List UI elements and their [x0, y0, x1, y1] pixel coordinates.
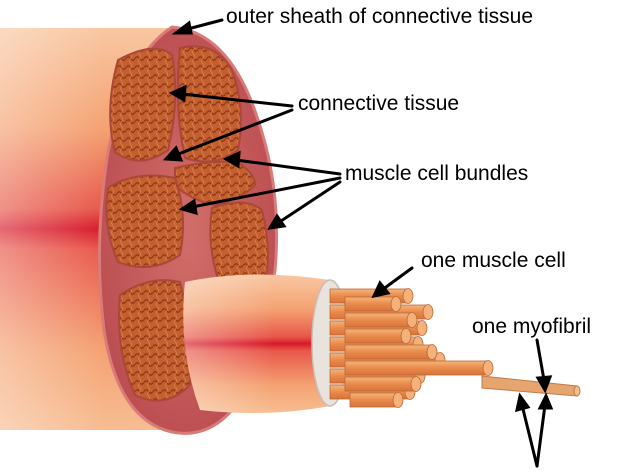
label-one-muscle-cell: one muscle cell — [421, 249, 566, 272]
bundle — [118, 279, 192, 402]
muscle-cell-end — [482, 360, 494, 376]
muscle-cell-end — [402, 288, 414, 304]
callout-extra-2 — [535, 403, 547, 468]
label-one-myofibril: one myofibril — [472, 315, 592, 338]
callout-extra-1 — [520, 403, 539, 468]
callout-cell — [380, 266, 414, 292]
bundles-group — [105, 45, 269, 402]
bundle — [174, 160, 257, 207]
extracted-bundle — [183, 274, 349, 414]
muscle-cell — [349, 392, 399, 408]
label-outer-sheath: outer sheath of connective tissue — [226, 5, 534, 28]
muscle-cell-end — [422, 304, 434, 320]
callout-bundles-3 — [276, 180, 342, 225]
label-muscle-cell-bundles: muscle cell bundles — [345, 162, 529, 185]
myofibril — [481, 375, 581, 397]
callout-connective-2 — [174, 108, 294, 157]
callout-bundles-1 — [234, 158, 342, 176]
muscle-cell-end — [390, 296, 402, 312]
callout-lines — [162, 18, 554, 468]
muscle-cell — [344, 312, 413, 328]
muscle-cell — [344, 344, 433, 360]
muscle-cell — [344, 360, 489, 376]
muscle-cell-end — [406, 312, 418, 328]
muscle-cell-end — [392, 392, 404, 408]
bundle — [109, 47, 177, 162]
bundle — [176, 45, 242, 163]
muscle-cell-end — [416, 320, 428, 336]
label-connective-tissue: connective tissue — [298, 92, 460, 115]
muscle-cell-end — [400, 328, 412, 344]
muscle-body — [0, 28, 175, 430]
muscle-cell — [344, 328, 407, 344]
muscle-cell — [344, 376, 417, 392]
muscle-cell — [344, 296, 397, 312]
bundle — [105, 174, 184, 269]
muscle-cell-end — [426, 344, 438, 360]
callout-myofibril — [535, 338, 546, 382]
callout-connective-1 — [180, 92, 294, 108]
muscle-cell-end — [410, 376, 422, 392]
callout-bundles-2 — [190, 176, 342, 209]
muscle-cells-group — [329, 288, 494, 408]
